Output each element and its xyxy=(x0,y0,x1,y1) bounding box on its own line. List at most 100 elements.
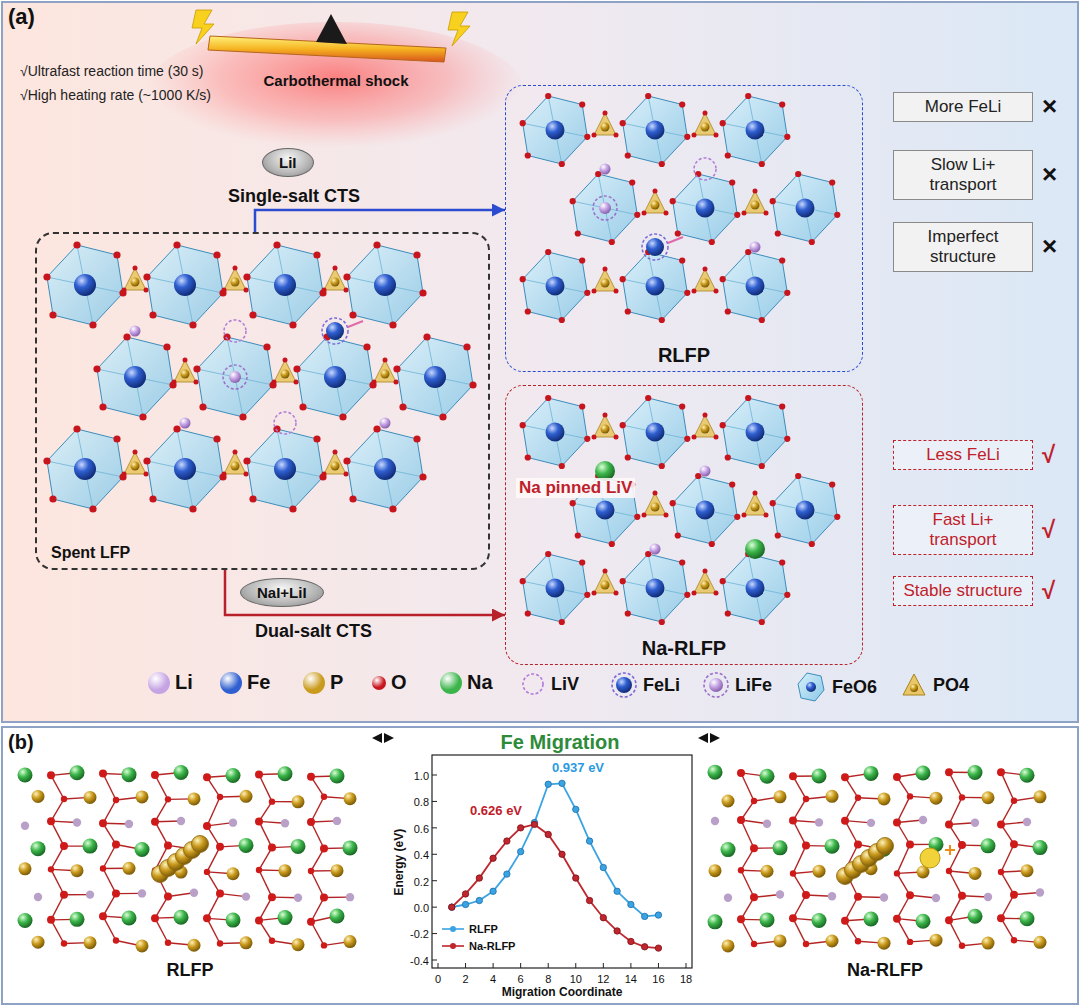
atom-sphere xyxy=(651,503,660,512)
po4-tetrahedron xyxy=(324,452,346,474)
oxygen-atom xyxy=(189,505,196,512)
legend-text: Fe xyxy=(247,671,270,694)
atom-sphere xyxy=(750,242,761,253)
oxygen-atom xyxy=(834,212,840,218)
data-marker xyxy=(641,944,647,950)
data-marker xyxy=(559,851,565,857)
atom-sphere xyxy=(1033,840,1048,855)
oxygen-atom xyxy=(659,619,665,625)
label-text: 0.6 xyxy=(414,823,429,835)
atom-sphere xyxy=(958,841,966,849)
axis-tick xyxy=(432,775,437,776)
oxygen-atom xyxy=(373,241,380,248)
oxygen-atom xyxy=(344,288,349,293)
atom-sphere xyxy=(746,579,765,598)
oxygen-atom xyxy=(609,541,615,547)
node-text: More FeLi xyxy=(902,97,1024,117)
atom-sphere xyxy=(61,940,67,946)
oxygen-atom xyxy=(199,403,206,410)
atom-sphere xyxy=(546,277,565,296)
oxygen-atom xyxy=(584,436,590,442)
oxygen-atom xyxy=(43,457,50,464)
atom-sphere xyxy=(294,894,302,902)
oxygen-atom xyxy=(439,413,446,420)
bond-stick xyxy=(1001,772,1014,801)
atom-sphere xyxy=(131,278,140,287)
octahedron-edge xyxy=(598,174,612,242)
feo6-octahedron xyxy=(723,96,788,164)
edge-label: Dual-salt CTS xyxy=(255,621,372,641)
atom-sphere xyxy=(188,792,201,805)
structure-box: RLFP xyxy=(505,85,863,372)
data-marker xyxy=(531,821,537,827)
atom-sphere xyxy=(100,865,106,871)
oxygen-atom xyxy=(664,211,669,216)
label-text: √Ultrafast reaction time (30 s) xyxy=(20,63,204,79)
legend-icon xyxy=(795,671,827,703)
oxygen-atom xyxy=(73,241,80,248)
node-text: LiI xyxy=(279,154,297,171)
oxygen-atom xyxy=(809,239,815,245)
atom-sphere xyxy=(181,370,190,379)
bond-stick xyxy=(741,820,754,848)
oxygen-atom xyxy=(239,413,246,420)
label-box: √ xyxy=(1042,441,1055,469)
legend-text: P xyxy=(330,671,343,694)
atom-sphere xyxy=(959,943,965,949)
legend-text: LiV xyxy=(551,674,579,695)
octahedron-edge xyxy=(197,369,273,385)
node-text: Na pinned LiV xyxy=(516,478,635,498)
property-box: Slow Li+ transport xyxy=(893,150,1033,200)
oxygen-atom xyxy=(742,513,747,518)
label-text: 0.4 xyxy=(414,849,429,861)
atomic-model xyxy=(18,765,358,952)
label-text: RLFP xyxy=(167,960,214,980)
atom-sphere xyxy=(760,769,775,784)
atom-sphere xyxy=(281,819,289,827)
atom-sphere xyxy=(31,841,46,856)
atom-sphere xyxy=(320,845,328,853)
bond-stick xyxy=(259,774,272,801)
atom-sphere xyxy=(750,893,758,901)
feo6-octahedron xyxy=(523,398,588,466)
feo6-octahedron xyxy=(523,252,588,320)
oxygen-atom xyxy=(525,610,531,616)
data-marker xyxy=(490,888,496,894)
atom-sphere xyxy=(174,458,196,480)
label-text: -0.2 xyxy=(410,928,429,940)
panel-b-ground xyxy=(2,727,1078,1004)
atom-sphere xyxy=(650,544,661,555)
oxygen-atom xyxy=(233,450,238,455)
bond-stick xyxy=(155,918,168,943)
oxygen-atom xyxy=(659,463,665,469)
oxygen-atom xyxy=(399,403,406,410)
label-box: 8 xyxy=(545,969,551,987)
label-text: √ xyxy=(1042,441,1055,468)
oxygen-atom xyxy=(369,381,376,388)
oxygen-atom xyxy=(520,578,526,584)
oxygen-atom xyxy=(779,559,785,565)
bond-stick xyxy=(845,897,858,921)
oxygen-atom xyxy=(620,578,626,584)
label-box: 18 xyxy=(680,969,692,987)
oxygen-atom xyxy=(759,317,765,323)
atom-sphere xyxy=(60,891,68,899)
atom-sphere xyxy=(216,843,224,851)
oxygen-atom xyxy=(299,403,306,410)
atom-sphere xyxy=(374,458,396,480)
oxygen-atom xyxy=(584,290,590,296)
bond-stick xyxy=(207,894,220,919)
bond-stick xyxy=(207,797,220,826)
oxygen-atom xyxy=(113,435,120,442)
axis-tick xyxy=(658,963,659,968)
bond-stick xyxy=(311,822,324,849)
axis-tick xyxy=(432,880,437,881)
atom-sphere xyxy=(751,798,757,804)
oxygen-atom xyxy=(779,101,785,107)
atom-sphere xyxy=(226,768,241,783)
atom-sphere xyxy=(255,916,263,924)
atom-sphere xyxy=(113,797,119,803)
oxygen-atom xyxy=(293,365,300,372)
oxygen-atom xyxy=(675,532,681,538)
data-marker xyxy=(586,838,592,844)
